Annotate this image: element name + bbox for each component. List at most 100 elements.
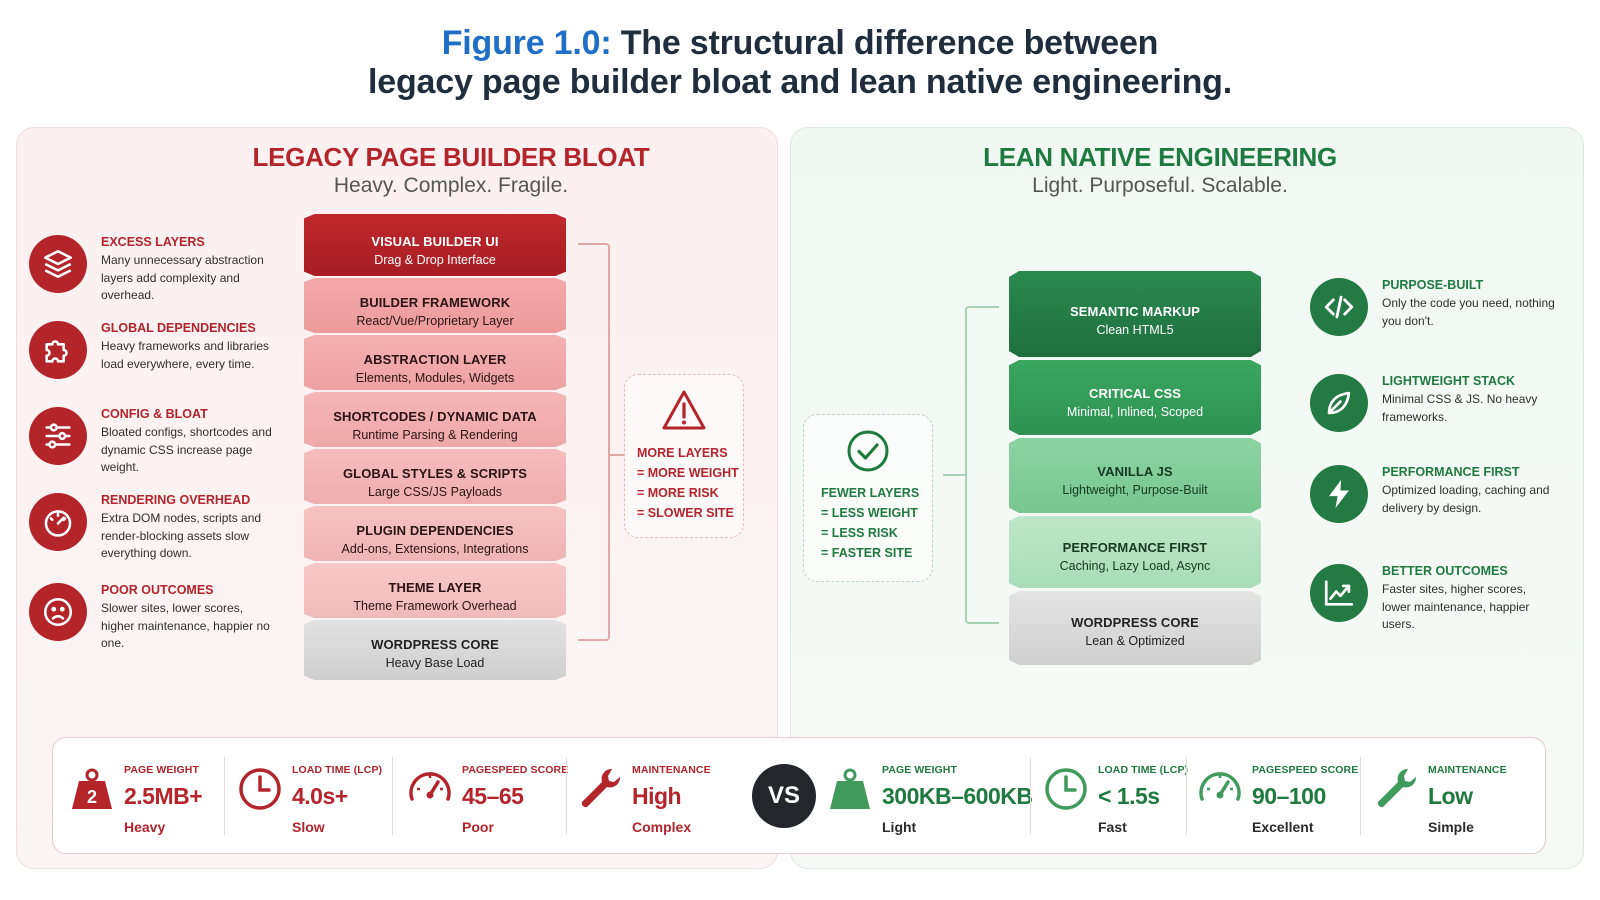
clock-icon [239,768,281,810]
stack-layer-shortcodes: SHORTCODES / DYNAMIC DATA Runtime Parsin… [304,392,566,447]
sliders-icon [29,407,87,465]
callout-line: = FASTER SITE [821,546,913,560]
stack-layer-wordpress-core: WORDPRESS CORE Heavy Base Load [304,620,566,680]
gauge-icon [29,493,87,551]
native-bracket [965,306,999,624]
metric-verdict: Excellent [1252,819,1314,835]
feature-title: POOR OUTCOMES [101,583,214,597]
stack-layer-semantic-markup: SEMANTIC MARKUP Clean HTML5 [1009,271,1261,357]
layer-sub: Lightweight, Purpose-Built [1062,483,1208,497]
metric-value: 90–100 [1252,783,1326,809]
layer-sub: Clean HTML5 [1096,323,1174,337]
metric-value: 4.0s+ [292,783,348,809]
layer-sub: Caching, Lazy Load, Async [1059,559,1211,573]
native-callout: FEWER LAYERS = LESS WEIGHT = LESS RISK =… [803,414,933,582]
callout-line: = SLOWER SITE [637,506,734,520]
layer-sub: Lean & Optimized [1085,634,1185,648]
leaf-icon [1310,374,1368,432]
callout-line: FEWER LAYERS [821,486,920,500]
metric-divider [1186,757,1187,835]
layer-sub: Theme Framework Overhead [353,599,517,613]
callout-line: MORE LAYERS [637,446,728,460]
metric-divider [1030,757,1031,835]
layer-sub: Minimal, Inlined, Scoped [1066,405,1204,419]
native-metric-page-weight: PAGE WEIGHT 300KB–600KB Light [826,737,1036,854]
metric-value: High [632,783,682,809]
layer-sub: Add-ons, Extensions, Integrations [341,542,529,556]
feature-desc: Slower sites, lower scores, higher maint… [101,601,270,650]
metric-label: LOAD TIME (LCP) [292,764,383,776]
native-bracket-connector [943,474,965,476]
metric-value: Low [1428,783,1473,809]
weight-icon [830,768,870,809]
layer-name: PERFORMANCE FIRST [1062,540,1208,555]
metric-verdict: Heavy [124,819,166,835]
feature-desc: Only the code you need, nothing you don'… [1382,296,1555,328]
layer-name: SEMANTIC MARKUP [1069,304,1201,319]
feature-desc: Many unnecessary abstraction layers add … [101,253,264,302]
stack-layer-builder-framework: BUILDER FRAMEWORK React/Vue/Proprietary … [304,278,566,333]
layer-sub: Runtime Parsing & Rendering [352,428,518,442]
metric-verdict: Simple [1428,819,1474,835]
legacy-bracket [578,243,610,641]
layer-sub: Large CSS/JS Payloads [367,485,503,499]
metric-label: MAINTENANCE [1428,764,1507,776]
layer-name: CRITICAL CSS [1089,386,1181,401]
layer-name: WORDPRESS CORE [1071,615,1199,630]
metric-label: LOAD TIME (LCP) [1098,764,1189,776]
legacy-metric-maintenance: MAINTENANCE High Complex [576,737,726,854]
layer-name: BUILDER FRAMEWORK [359,295,511,310]
feature-title: PURPOSE-BUILT [1382,278,1484,292]
layers-icon [29,235,87,293]
metric-verdict: Slow [292,819,325,835]
metric-value: 2.5MB+ [124,783,203,809]
legacy-bracket-connector [610,454,624,456]
feature-desc: Extra DOM nodes, scripts and render-bloc… [101,511,262,560]
feature-title: LIGHTWEIGHT STACK [1382,374,1516,388]
metric-label: MAINTENANCE [632,764,711,776]
native-metric-pagespeed: PAGESPEED SCORE 90–100 Excellent [1196,737,1358,854]
callout-line: = LESS RISK [821,526,898,540]
feature-title: RENDERING OVERHEAD [101,493,251,507]
legacy-metric-load-time: LOAD TIME (LCP) 4.0s+ Slow [236,737,386,854]
metric-value: 45–65 [462,783,524,809]
stack-layer-critical-css: CRITICAL CSS Minimal, Inlined, Scoped [1009,360,1261,435]
metric-label: PAGE WEIGHT [882,764,957,776]
layer-sub: Heavy Base Load [385,656,485,670]
feature-title: BETTER OUTCOMES [1382,564,1508,578]
speedometer-icon [409,772,451,801]
layer-name: WORDPRESS CORE [371,637,499,652]
layer-sub: Drag & Drop Interface [374,253,496,267]
metric-divider [1360,757,1361,835]
feature-title: CONFIG & BLOAT [101,407,208,421]
title-line-1: The structural difference between [620,24,1159,62]
metric-label: PAGESPEED SCORE [462,764,569,776]
metric-verdict: Complex [632,819,692,835]
native-metric-load-time: LOAD TIME (LCP) < 1.5s Fast [1042,737,1192,854]
figure-title: Figure 1.0: The structural difference be… [0,24,1600,102]
stack-layer-global-styles: GLOBAL STYLES & SCRIPTS Large CSS/JS Pay… [304,449,566,504]
metric-divider [566,757,567,835]
stack-layer-performance-first: PERFORMANCE FIRST Caching, Lazy Load, As… [1009,516,1261,588]
puzzle-icon [29,321,87,379]
metric-verdict: Poor [462,819,494,835]
layer-name: VISUAL BUILDER UI [371,234,499,249]
metric-label: PAGE WEIGHT [124,764,199,776]
clock-icon [1045,768,1087,810]
stack-layer-wordpress-core-lean: WORDPRESS CORE Lean & Optimized [1009,591,1261,665]
weight-glyph: 2 [87,787,97,807]
layer-name: VANILLA JS [1097,464,1173,479]
layer-name: PLUGIN DEPENDENCIES [356,523,514,538]
callout-line: = LESS WEIGHT [821,506,918,520]
wrench-icon [1377,768,1417,808]
layer-name: THEME LAYER [388,580,482,595]
stack-layer-visual-builder-ui: VISUAL BUILDER UI Drag & Drop Interface [304,214,566,276]
layer-name: SHORTCODES / DYNAMIC DATA [333,409,537,424]
legacy-metric-pagespeed: PAGESPEED SCORE 45–65 Poor [406,737,569,854]
metric-verdict: Fast [1098,819,1127,835]
callout-line: = MORE WEIGHT [637,466,739,480]
native-subheading: Light. Purposeful. Scalable. [1032,174,1288,197]
wrench-icon [581,768,621,808]
stack-layer-abstraction: ABSTRACTION LAYER Elements, Modules, Wid… [304,335,566,390]
callout-line: = MORE RISK [637,486,719,500]
